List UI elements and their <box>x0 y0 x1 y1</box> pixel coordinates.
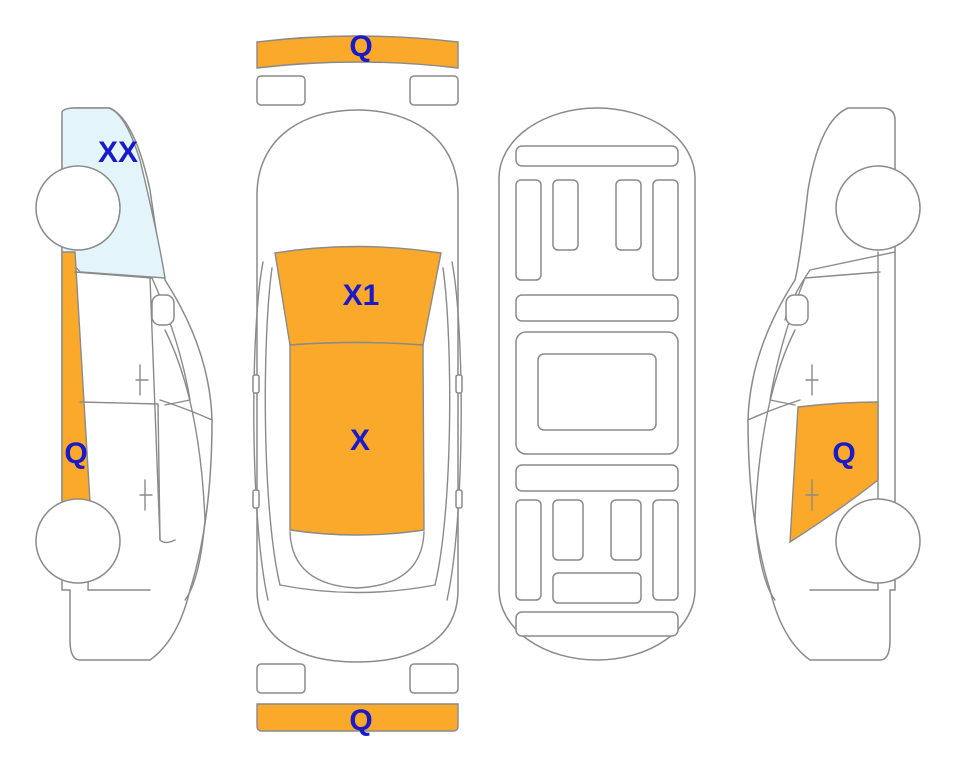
hood-label: X1 <box>343 279 380 312</box>
underbody-front-right[interactable] <box>652 179 679 281</box>
rear-right-light[interactable] <box>409 663 459 694</box>
right-inner-line <box>434 267 451 586</box>
left-windshield-label: XX <box>98 136 138 169</box>
rear-window <box>289 531 425 589</box>
underbody-rear-inner-left[interactable] <box>552 499 584 561</box>
left-front-wheel[interactable] <box>35 165 121 251</box>
front-bumper-panel[interactable] <box>256 35 459 69</box>
left-door-split <box>79 401 161 541</box>
rear-bumper-label: Q <box>349 704 372 737</box>
right-inner-contour <box>754 329 796 601</box>
underbody-rear-end-bar[interactable] <box>515 611 679 637</box>
front-right-light[interactable] <box>409 75 459 106</box>
left-window-line <box>159 399 213 421</box>
car-top-view: Q X1 X Q <box>252 30 463 737</box>
left-inner-line <box>264 267 281 586</box>
rear-bumper-panel[interactable] <box>256 703 459 732</box>
right-side-line <box>446 261 462 601</box>
left-mirror-shape <box>151 294 175 326</box>
left-rear-handle-icon <box>139 479 153 511</box>
left-b-pillar <box>149 277 176 544</box>
underbody-mid-bar[interactable] <box>515 294 679 322</box>
underbody-rear-bar[interactable] <box>515 464 679 492</box>
right-front-handle-icon <box>805 364 819 396</box>
right-mirror-shape <box>785 294 809 326</box>
left-rear-mark <box>252 489 260 509</box>
left-pillar-label: Q <box>64 437 87 470</box>
left-front-handle-icon <box>135 364 149 396</box>
left-side-line <box>253 261 269 601</box>
right-front-door-line <box>769 271 881 406</box>
underbody-rear-inner-right[interactable] <box>610 499 642 561</box>
underbody-rear-right[interactable] <box>652 499 679 601</box>
trunk-line <box>279 584 436 594</box>
underbody-front-left[interactable] <box>515 179 542 281</box>
right-front-wheel[interactable] <box>835 165 921 251</box>
right-rear-wheel[interactable] <box>835 498 921 584</box>
right-door-label: Q <box>832 437 855 470</box>
rear-left-light[interactable] <box>256 663 306 694</box>
underbody-rear-left[interactable] <box>515 499 542 601</box>
car-right-side-view: Q <box>747 107 921 661</box>
left-front-door-line <box>74 271 191 406</box>
underbody-front-inner-left[interactable] <box>552 179 579 251</box>
left-inner-contour <box>164 329 206 601</box>
right-rear-handle-icon <box>805 479 819 511</box>
car-left-side-view: XX Q <box>35 107 213 661</box>
roof-label: X <box>350 424 370 457</box>
underbody-center-plate[interactable] <box>537 353 657 431</box>
underbody-front-inner-right[interactable] <box>615 179 642 251</box>
front-bumper-label: Q <box>349 30 372 63</box>
front-left-light[interactable] <box>256 75 306 106</box>
right-window-line <box>747 399 801 421</box>
left-mirror <box>252 374 260 394</box>
car-underbody-view <box>498 107 696 661</box>
right-mirror <box>455 374 463 394</box>
roof-panel[interactable] <box>289 341 425 536</box>
left-rear-wheel[interactable] <box>35 498 121 584</box>
underbody-rear-box[interactable] <box>552 572 642 604</box>
right-rear-mark <box>455 489 463 509</box>
underbody-front-bar[interactable] <box>515 145 679 167</box>
